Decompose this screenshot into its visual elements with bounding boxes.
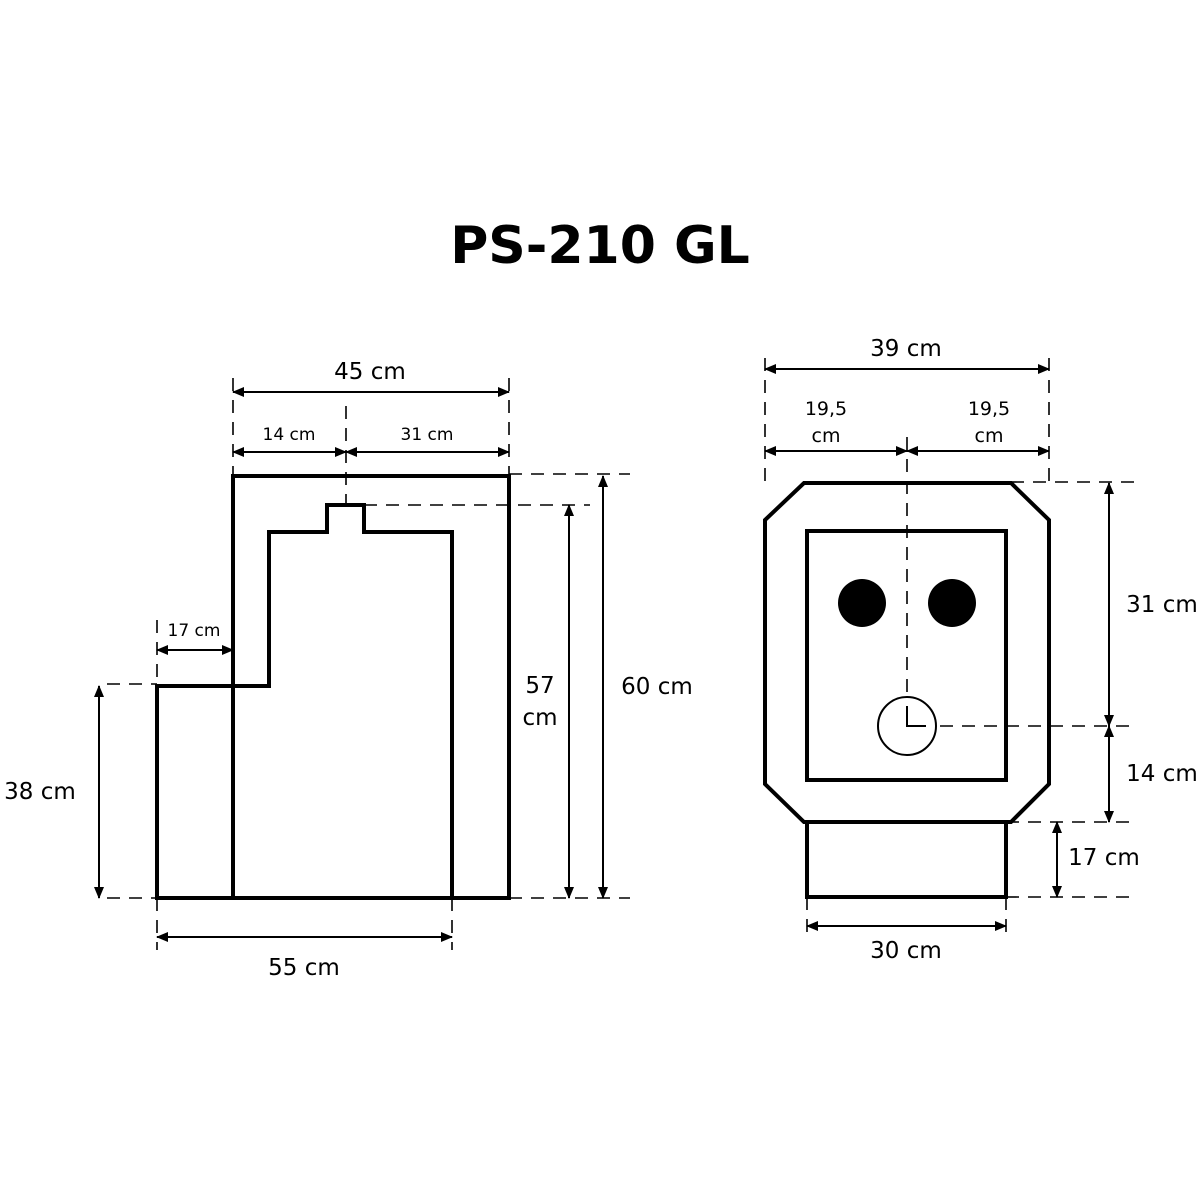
label-side-step-width: 17 cm — [168, 621, 221, 641]
label-front-width-total: 39 cm — [870, 336, 942, 362]
label-side-height-total: 60 cm — [621, 674, 693, 700]
side-body-outline — [231, 474, 511, 900]
label-side-height-inner-2: cm — [522, 705, 557, 731]
side-extension-lines — [107, 378, 630, 950]
side-inner-profile — [233, 503, 454, 898]
label-front-half-right-1: 19,5 — [968, 398, 1010, 420]
label-side-height-step: 38 cm — [4, 779, 76, 805]
label-side-width-top: 45 cm — [334, 359, 406, 385]
front-extension-lines — [764, 358, 1135, 940]
label-side-width-base: 55 cm — [268, 955, 340, 981]
front-view: 39 cm 19,5 cm 19,5 cm 31 cm 14 cm 17 cm … — [763, 336, 1198, 964]
label-front-half-right-2: cm — [975, 425, 1004, 447]
side-step-block — [155, 684, 233, 900]
label-side-seg-right: 31 cm — [401, 425, 454, 445]
label-front-height-middle: 14 cm — [1126, 761, 1198, 787]
knob-left — [838, 579, 886, 627]
label-front-half-left-2: cm — [812, 425, 841, 447]
label-front-half-left-1: 19,5 — [805, 398, 847, 420]
label-side-seg-left: 14 cm — [263, 425, 316, 445]
knob-right — [928, 579, 976, 627]
side-view: 45 cm 14 cm 31 cm 17 cm 57 cm 60 cm 38 c… — [4, 359, 693, 981]
label-front-width-base: 30 cm — [870, 938, 942, 964]
label-front-height-upper: 31 cm — [1126, 592, 1198, 618]
page-title: PS-210 GL — [450, 216, 750, 276]
label-side-height-inner-1: 57 — [525, 673, 554, 699]
front-base — [805, 822, 1008, 899]
clock-icon — [877, 696, 937, 756]
label-front-height-base: 17 cm — [1068, 845, 1140, 871]
